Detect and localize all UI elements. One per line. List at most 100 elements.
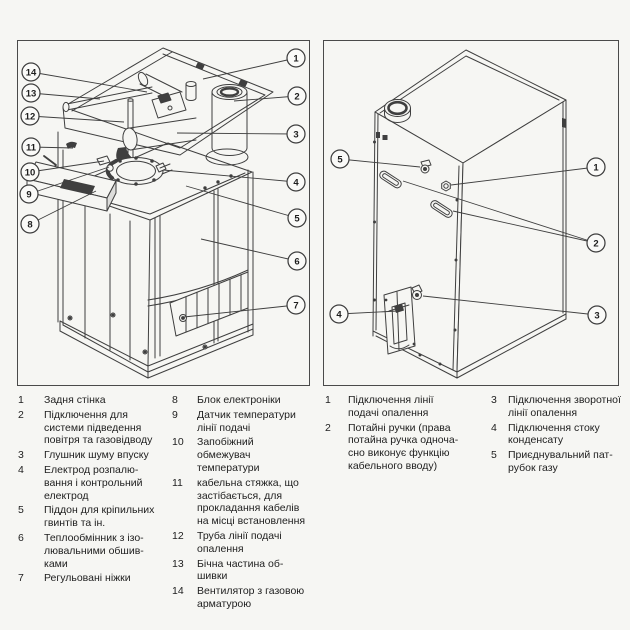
callout-4: 4 <box>162 169 306 192</box>
legend-item-number: 2 <box>325 421 331 434</box>
callout-9: 9 <box>19 166 110 204</box>
callout-number: 8 <box>27 219 32 230</box>
callout-leader-line <box>29 115 125 123</box>
recessed-handle-right <box>379 170 402 189</box>
callout-leader-line <box>28 166 110 195</box>
legend-item: 9 Датчик температури лінії подачі <box>172 409 310 435</box>
condensate-drain <box>383 286 416 355</box>
callout-leader-line <box>200 238 298 262</box>
callout-leader-line <box>185 185 298 219</box>
legend-item-number: 3 <box>491 394 497 406</box>
callout-leader-line <box>29 160 105 173</box>
callout-number: 5 <box>294 213 300 224</box>
legend-item-number: 1 <box>18 394 24 406</box>
legend-item-text: Підключення для системи підведення повіт… <box>44 408 153 447</box>
flue-collar <box>384 99 411 123</box>
callout-leader-line <box>183 304 297 318</box>
callout-leader-line <box>29 190 97 225</box>
callout-number: 1 <box>593 162 599 173</box>
callout-circle <box>586 157 606 177</box>
callout-number: 5 <box>337 154 343 165</box>
legend-item-number: 2 <box>18 408 24 421</box>
legend-item-number: 13 <box>172 557 184 570</box>
internal-components <box>26 71 249 212</box>
callout-leader-line <box>30 92 101 100</box>
callout-2: 2 <box>402 180 606 253</box>
gas-connection <box>420 159 432 174</box>
callout-leader-line <box>338 310 399 315</box>
callout-8: 8 <box>20 190 97 234</box>
legend-item-number: 4 <box>491 421 497 434</box>
callout-circle <box>286 48 306 68</box>
callout-5: 5 <box>185 185 307 228</box>
rear-connections <box>379 159 453 355</box>
callout-number: 4 <box>293 177 299 188</box>
callout-1: 1 <box>450 157 606 186</box>
callout-leader-line <box>233 95 298 102</box>
legend-item-number: 10 <box>172 436 184 449</box>
callout-circle <box>20 162 40 182</box>
callout-number: 11 <box>26 142 37 153</box>
legend-item-number: 5 <box>491 449 497 462</box>
callout-10: 10 <box>20 160 105 182</box>
callout-2: 2 <box>233 86 307 106</box>
callout-1: 1 <box>202 48 306 80</box>
legend-item: 2 Потайні ручки (права потайна ручка одно… <box>325 422 491 473</box>
callout-leader-line <box>202 57 297 80</box>
legend-item-text: Потайні ручки (права потайна ручка одноч… <box>348 421 459 472</box>
legend-item-text: Запобіжний обмежувач температури <box>197 436 260 474</box>
callout-number: 6 <box>294 256 299 267</box>
callout-circle <box>287 251 307 271</box>
callout-number: 3 <box>293 129 298 140</box>
callout-circle <box>587 305 607 325</box>
callout-circle <box>21 137 41 157</box>
boiler-body <box>57 131 254 379</box>
callout-number: 10 <box>25 167 36 178</box>
callout-number: 12 <box>25 111 36 122</box>
legend-item-text: Теплообмінник з ізо- лювальними обшив- к… <box>44 531 144 570</box>
legend-item-number: 11 <box>172 476 183 489</box>
recessed-handle-left <box>430 200 453 218</box>
callout-14: 14 <box>21 62 148 93</box>
callout-leader-line <box>339 158 421 168</box>
heating-flow-connection <box>441 180 451 192</box>
callout-4: 4 <box>329 304 399 324</box>
legend-item-text: Піддон для кріпильних гвинтів та ін. <box>44 504 155 530</box>
legend-item: 5 Приєднувальний пат- рубок газу <box>491 449 629 475</box>
callout-circle <box>329 304 349 324</box>
callout-circle <box>286 295 306 315</box>
legend-item-text: Труба лінії подачі опалення <box>197 529 282 555</box>
legend-item-text: кабельна стяжка, що застібається, для пр… <box>197 476 306 528</box>
legend-item-text: Приєднувальний пат- рубок газу <box>508 449 613 474</box>
callout-number: 2 <box>593 238 598 249</box>
legend-item: 11 кабельна стяжка, що застібається, для … <box>172 477 310 528</box>
callout-number: 7 <box>293 300 298 311</box>
callout-circle <box>330 149 350 169</box>
legend-item-text: Задня стінка <box>44 394 106 406</box>
callout-3: 3 <box>176 124 306 144</box>
callout-11: 11 <box>21 137 74 157</box>
legend-item-text: Датчик температури лінії подачі <box>197 408 296 434</box>
legend-item-number: 9 <box>172 408 178 421</box>
callout-6: 6 <box>200 238 307 271</box>
figure-panel-exploded-view <box>17 40 310 386</box>
callout-circle <box>21 62 41 82</box>
legend-item-number: 7 <box>18 572 24 585</box>
callout-leader-line <box>422 295 598 316</box>
legend-item-text: Вентилятор з газовою арматурою <box>197 585 305 610</box>
legend-item-text: Глушник шуму впуску <box>44 449 149 462</box>
legend-item-text: Бічна частина об- шивки <box>197 557 284 583</box>
